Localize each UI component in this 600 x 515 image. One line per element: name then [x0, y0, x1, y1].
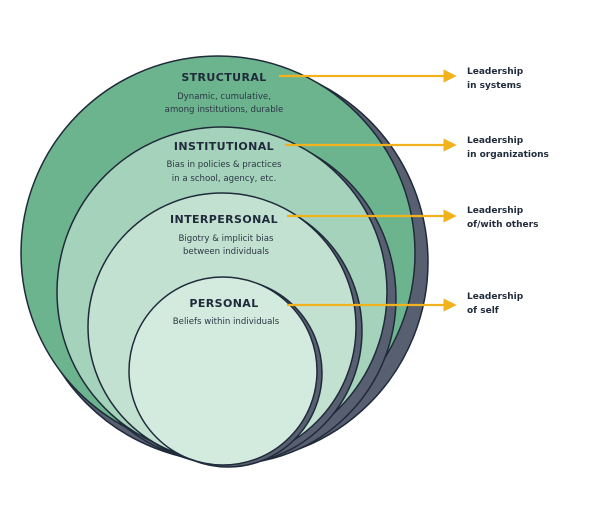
leadership-others-line-2: of/with others — [467, 220, 538, 230]
leadership-others-line-1: Leadership — [467, 206, 524, 216]
interpersonal-title: INTERPERSONAL — [170, 213, 278, 226]
institutional-desc-line-2: in a school, agency, etc. — [172, 174, 276, 184]
leadership-organizations-line-1: Leadership — [467, 136, 524, 146]
personal-circle — [128, 276, 318, 466]
personal-title: PERSONAL — [189, 297, 258, 310]
interpersonal-desc-line-2: between individuals — [183, 247, 270, 257]
personal-desc-line-1: Beliefs within individuals — [173, 317, 280, 327]
institutional-title: INSTITUTIONAL — [174, 140, 274, 153]
structural-desc-line-1: Dynamic, cumulative, — [177, 92, 271, 102]
level-personal — [128, 276, 323, 468]
leadership-organizations-line-2: in organizations — [467, 150, 549, 160]
structural-title: STRUCTURAL — [181, 71, 266, 84]
leadership-self-line-2: of self — [467, 306, 499, 316]
leadership-systems-line-1: Leadership — [467, 67, 524, 77]
leadership-systems-line-2: in systems — [467, 81, 521, 91]
interpersonal-desc-line-1: Bigotry & implicit bias — [179, 234, 274, 244]
structural-desc-line-2: among institutions, durable — [165, 105, 284, 115]
leadership-self-line-1: Leadership — [467, 292, 524, 302]
institutional-desc-line-1: Bias in policies & practices — [166, 160, 282, 170]
